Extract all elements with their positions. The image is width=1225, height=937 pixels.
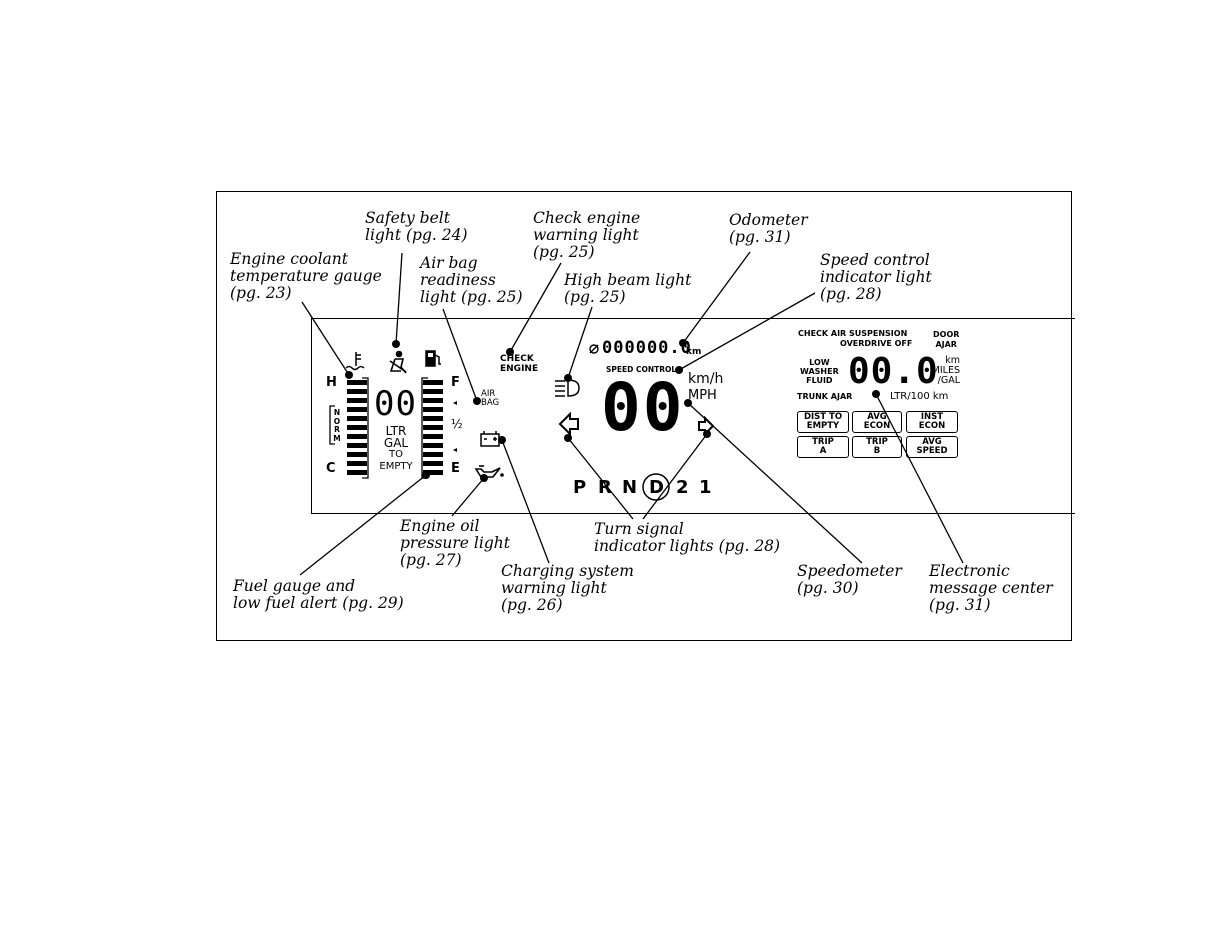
dot-safety-belt — [392, 340, 400, 348]
fuel-gauge-bars — [423, 380, 443, 475]
dot-check-engine — [506, 348, 514, 356]
door-ajar: DOOR AJAR — [933, 330, 960, 349]
leader-high-beam — [567, 306, 593, 379]
economy-units: km MILES /GAL — [931, 355, 960, 386]
leader-airbag — [442, 308, 478, 402]
callout-charging: Charging system warning light (pg. 26) — [501, 562, 634, 614]
callout-check-engine: Check engine warning light (pg. 25) — [533, 209, 641, 261]
coolant-thermometer-icon — [345, 352, 365, 371]
leader-charging — [501, 439, 550, 564]
trip-a-button[interactable]: TRIP A — [797, 436, 849, 458]
trip-b-button[interactable]: TRIP B — [852, 436, 902, 458]
check-air-suspension: CHECK AIR SUSPENSION — [798, 329, 908, 338]
leader-turn-right — [642, 433, 708, 520]
gear-2: 2 — [676, 477, 689, 498]
leader-check-engine — [509, 262, 562, 353]
callout-speed-control: Speed control indicator light (pg. 28) — [820, 251, 932, 303]
gear-r: R — [598, 477, 612, 498]
callout-fuel: Fuel gauge and low fuel alert (pg. 29) — [233, 577, 404, 612]
temp-cold-label: C — [326, 461, 336, 476]
airbag-light: AIR BAG — [481, 389, 500, 408]
leader-oil — [451, 477, 485, 517]
odometer-icon — [589, 344, 599, 354]
dot-odometer — [679, 339, 687, 347]
coolant-gauge-bars — [347, 380, 367, 475]
low-washer-fluid: LOW WASHER FLUID — [800, 358, 839, 385]
leader-speedometer — [687, 402, 863, 564]
overdrive-off: OVERDRIVE OFF — [840, 339, 913, 348]
leader-safety-belt — [395, 252, 403, 345]
gear-1: 1 — [699, 477, 712, 498]
oil-can-icon — [474, 465, 504, 478]
battery-icon — [480, 431, 500, 447]
norm-bracket — [329, 405, 335, 445]
gear-n: N — [622, 477, 638, 498]
gear-p: P — [573, 477, 587, 498]
callout-oil: Engine oil pressure light (pg. 27) — [400, 517, 510, 569]
gear-d-ring-icon — [642, 473, 670, 501]
callout-message-center: Electronic message center (pg. 31) — [929, 562, 1053, 614]
leader-odometer — [682, 251, 751, 344]
dot-message-center — [872, 390, 880, 398]
dot-oil — [480, 474, 488, 482]
fuel-tick-icon — [453, 401, 457, 452]
fuel-half-label: ½ — [451, 417, 463, 431]
high-beam-icon — [555, 379, 580, 397]
safety-belt-icon — [389, 350, 407, 374]
callout-airbag: Air bag readiness light (pg. 25) — [420, 254, 523, 306]
dot-airbag — [473, 397, 481, 405]
leader-coolant — [301, 301, 350, 376]
turn-left-arrow-icon — [558, 411, 579, 437]
speedometer-digits: 00 — [601, 369, 685, 446]
dte-units: LTR GAL TO EMPTY — [379, 424, 413, 472]
dot-speed-control — [675, 366, 683, 374]
dot-coolant — [345, 371, 353, 379]
callout-turn-signal: Turn signal indicator lights (pg. 28) — [594, 520, 781, 555]
callout-high-beam: High beam light (pg. 25) — [564, 271, 692, 306]
callout-odometer: Odometer (pg. 31) — [729, 211, 808, 246]
gear-d: D — [649, 477, 664, 498]
callout-coolant: Engine coolant temperature gauge (pg. 23… — [230, 250, 382, 302]
check-engine-light: CHECK ENGINE — [500, 354, 539, 374]
trunk-ajar: TRUNK AJAR — [797, 392, 853, 401]
leader-speed-control — [678, 292, 816, 371]
ltr-100km: LTR/100 km — [890, 391, 949, 402]
fuel-empty-label: E — [451, 461, 460, 476]
leader-fuel — [299, 474, 427, 576]
norm-label: N O R M — [333, 408, 341, 443]
dot-charging — [498, 436, 506, 444]
turn-right-arrow-icon — [698, 415, 715, 437]
dist-to-empty-button[interactable]: DIST TO EMPTY — [797, 411, 849, 433]
dot-speedometer — [684, 399, 692, 407]
avg-speed-button[interactable]: AVG SPEED — [906, 436, 958, 458]
dot-turn-left — [564, 434, 572, 442]
fuel-pump-icon — [425, 350, 441, 367]
odometer-digits: 000000.0 — [602, 338, 692, 358]
instrument-panel — [311, 318, 1075, 514]
coolant-gauge-frame — [362, 377, 369, 479]
speed-unit-mph: MPH — [688, 388, 717, 403]
avg-econ-button[interactable]: AVG ECON — [852, 411, 902, 433]
leader-turn-left — [567, 437, 634, 520]
fuel-full-label: F — [451, 375, 460, 390]
speed-control-light: SPEED CONTROL — [606, 365, 677, 374]
odometer-unit: km — [686, 347, 702, 357]
fuel-gauge-frame — [421, 377, 428, 479]
temp-hot-label: H — [326, 375, 337, 390]
diagram-frame — [216, 191, 1072, 641]
message-center-digits: 00.0 — [848, 351, 939, 392]
dte-digits: 00 — [374, 384, 417, 424]
callout-speedometer: Speedometer (pg. 30) — [797, 562, 902, 597]
callout-safety-belt: Safety belt light (pg. 24) — [365, 209, 468, 244]
leader-message-center — [875, 393, 964, 564]
inst-econ-button[interactable]: INST ECON — [906, 411, 958, 433]
speed-unit-kmh: km/h — [688, 371, 724, 387]
